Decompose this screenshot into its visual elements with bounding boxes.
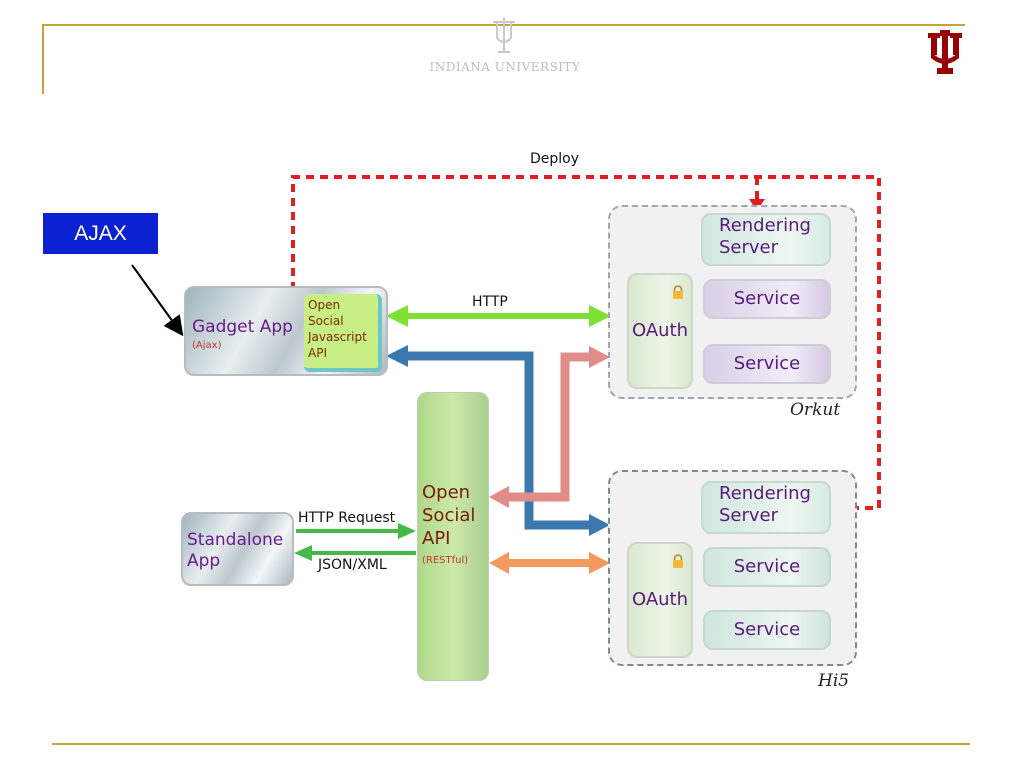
rest-api-line-2: Social — [422, 505, 476, 526]
opensocial-js-api-box: Open Social Javascript API — [304, 294, 382, 372]
iu-trident-logo — [928, 30, 962, 74]
university-name: INDIANA UNIVERSITY — [429, 60, 581, 74]
blue-arrow — [386, 345, 610, 536]
deploy-label: Deploy — [530, 151, 580, 167]
http-request-arrow — [296, 523, 416, 539]
js-api-line-2: Social — [308, 314, 344, 328]
standalone-line-2: App — [187, 551, 221, 571]
js-api-line-4: API — [308, 346, 327, 360]
hi5-rendering-line-2: Server — [719, 504, 779, 526]
iu-watermark-logo — [493, 18, 515, 53]
orkut-service-1-label: Service — [733, 288, 801, 310]
orkut-service-2: Service — [703, 344, 831, 384]
orkut-oauth-label: OAuth — [631, 320, 689, 342]
standalone-app-box: Standalone App — [181, 512, 294, 586]
hi5-cluster: Rendering Server OAuth Service Service — [608, 470, 857, 666]
gadget-app-box: Gadget App (Ajax) Open Social Javascript… — [184, 286, 388, 376]
json-xml-label: JSON/XML — [318, 557, 387, 573]
hi5-label: Hi5 — [818, 671, 850, 691]
orkut-rendering-line-1: Rendering — [719, 215, 811, 236]
footer-rule — [52, 743, 970, 745]
ajax-badge: AJAX — [43, 213, 158, 254]
orkut-service-1: Service — [703, 279, 831, 319]
hi5-rendering-server: Rendering Server — [701, 481, 831, 534]
orkut-service-2-label: Service — [733, 353, 801, 375]
orange-arrow — [489, 552, 610, 574]
hi5-service-2-label: Service — [733, 619, 801, 641]
deploy-path — [291, 175, 881, 510]
lock-icon — [673, 554, 683, 568]
http-arrow — [386, 305, 611, 327]
orkut-label: Orkut — [790, 400, 841, 420]
orkut-rendering-server: Rendering Server — [701, 213, 831, 266]
ajax-badge-label: AJAX — [74, 221, 127, 245]
rest-api-subtitle: (RESTful) — [422, 555, 469, 566]
http-label: HTTP — [472, 294, 508, 310]
js-api-line-3: Javascript — [308, 330, 367, 344]
gadget-app-subtitle: (Ajax) — [192, 340, 222, 351]
gadget-app-title: Gadget App — [192, 317, 293, 337]
orkut-cluster: Rendering Server OAuth Service Service — [608, 205, 857, 399]
js-api-line-1: Open — [308, 298, 341, 312]
hi5-service-2: Service — [703, 610, 831, 650]
header-rule-left — [42, 24, 44, 94]
pink-arrow — [489, 346, 610, 508]
ajax-pointer-arrow — [131, 264, 184, 337]
http-request-label: HTTP Request — [298, 510, 396, 526]
rest-api-line-1: Open — [422, 482, 471, 503]
hi5-oauth: OAuth — [627, 542, 693, 658]
hi5-oauth-label: OAuth — [631, 589, 689, 611]
lock-icon — [673, 285, 683, 299]
json-xml-arrow — [294, 545, 416, 561]
hi5-service-1-label: Service — [733, 556, 801, 578]
opensocial-rest-api-box: Open Social API (RESTful) — [417, 392, 489, 681]
hi5-service-1: Service — [703, 547, 831, 587]
rest-api-line-3: API — [422, 528, 451, 549]
standalone-line-1: Standalone — [187, 530, 284, 550]
orkut-oauth: OAuth — [627, 273, 693, 389]
orkut-rendering-line-2: Server — [719, 236, 779, 258]
hi5-rendering-line-1: Rendering — [719, 483, 811, 504]
